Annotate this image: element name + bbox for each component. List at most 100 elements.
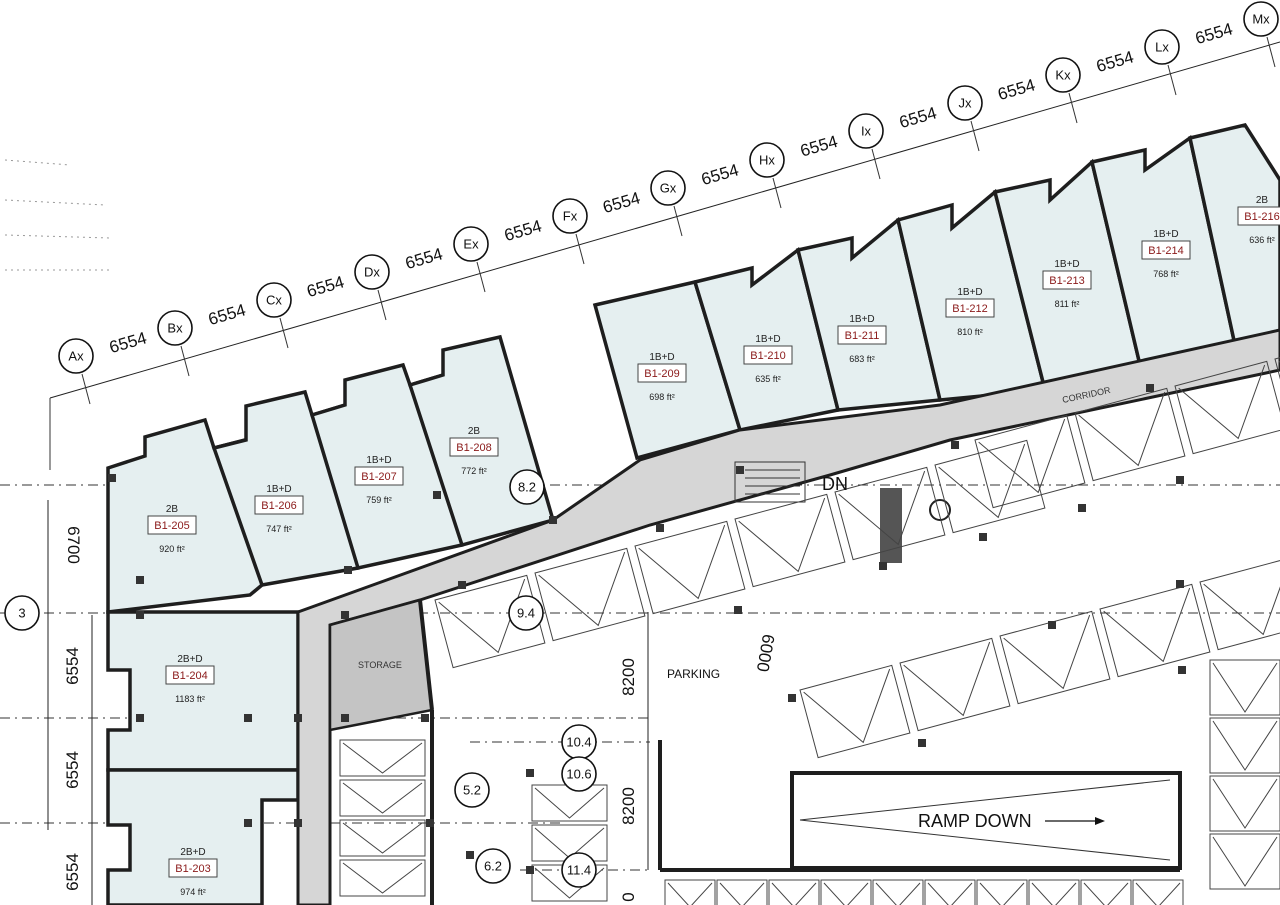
unit-area: 974 ft² — [180, 887, 206, 897]
unit-area: 759 ft² — [366, 495, 392, 505]
grid-bubble-label: Fx — [563, 209, 578, 224]
parking-stall — [1028, 879, 1080, 905]
column — [136, 576, 144, 584]
column — [108, 474, 116, 482]
column — [341, 714, 349, 722]
grid-bubble-label: 10.4 — [566, 735, 591, 750]
parking-stall — [1132, 879, 1184, 905]
faint-sketch-lines — [4, 159, 111, 271]
grid-bubble — [650, 170, 686, 206]
column — [136, 714, 144, 722]
parking-stall — [716, 879, 768, 905]
ramp-down-label: RAMP DOWN — [918, 811, 1032, 831]
unit-type: 1B+D — [1153, 229, 1178, 240]
unit-id-box — [254, 495, 304, 515]
parking-stall — [634, 520, 746, 615]
grid-bubble — [157, 310, 193, 346]
unit-label: 1B+D B1-213 811 ft² — [1042, 259, 1092, 309]
column — [421, 714, 429, 722]
unit-area: 768 ft² — [1153, 269, 1179, 279]
column — [426, 819, 434, 827]
corridor — [296, 328, 1280, 905]
column — [1146, 384, 1154, 392]
unit-type: 1B+D — [649, 352, 674, 363]
grid-bubble-label: Gx — [660, 181, 677, 196]
parking-stall — [531, 784, 608, 822]
unit-area: 683 ft² — [849, 354, 875, 364]
column — [341, 611, 349, 619]
unit-area: 772 ft² — [461, 466, 487, 476]
top-dimension-label: 6554 — [403, 244, 445, 273]
parking-stall — [1209, 833, 1280, 890]
grid-bubble-label: 10.6 — [566, 767, 591, 782]
grid-bubble — [1243, 1, 1279, 37]
top-dimension-label: 6554 — [1193, 19, 1235, 48]
parking-stall — [339, 739, 426, 777]
unit-type: 1B+D — [366, 455, 391, 466]
column — [879, 562, 887, 570]
unit-type: 2B — [1256, 195, 1269, 206]
unit-area: 1183 ft² — [175, 694, 205, 704]
unit-area: 635 ft² — [755, 374, 781, 384]
unit-id: B1-206 — [261, 500, 296, 512]
dim-parking-diag: 6000 — [753, 633, 778, 674]
column — [526, 866, 534, 874]
unit-id-box — [637, 363, 687, 383]
unit-id-box — [354, 466, 404, 486]
unit-type: 2B — [468, 426, 481, 437]
top-dimension-label: 6554 — [502, 216, 544, 245]
unit-type: 1B+D — [1054, 259, 1079, 270]
top-dimension-label: 6554 — [699, 160, 741, 189]
parking-stall — [799, 664, 911, 759]
column — [136, 611, 144, 619]
parking-stall — [1209, 717, 1280, 774]
top-dimension-string — [49, 41, 1280, 470]
parking-stall — [339, 779, 426, 817]
grid-bubble — [561, 852, 597, 888]
unit-type: 1B+D — [755, 334, 780, 345]
storage-label: STORAGE — [358, 660, 402, 670]
grid-bubble-label: 6.2 — [484, 859, 502, 874]
unit-type: 1B+D — [266, 484, 291, 495]
column — [1178, 666, 1186, 674]
unit-type: 1B+D — [849, 314, 874, 325]
unit-id-box — [449, 437, 499, 457]
column — [294, 819, 302, 827]
unit-id: B1-204 — [172, 670, 207, 682]
column — [526, 769, 534, 777]
grid-bubble-label: Dx — [364, 265, 380, 280]
dim-left-bottom: 6554 — [63, 853, 82, 891]
unit-id: B1-213 — [1049, 275, 1084, 287]
grid-bubble-label: 3 — [18, 606, 25, 621]
parking-stall — [734, 493, 846, 588]
grid-bubble — [848, 113, 884, 149]
parking-stall — [934, 439, 1046, 534]
grid-bubble — [749, 142, 785, 178]
unit-area: 636 ft² — [1249, 235, 1275, 245]
grid-bubble — [552, 198, 588, 234]
parking-stall — [924, 879, 976, 905]
unit-id-box — [168, 858, 218, 878]
parking-stall — [1099, 583, 1211, 678]
column — [458, 581, 466, 589]
grid-bubble — [58, 338, 94, 374]
grid-bubble — [256, 282, 292, 318]
unit-id-box — [945, 298, 995, 318]
grid-bubble-label: 9.4 — [517, 606, 535, 621]
grid-bubble-label: Cx — [266, 293, 282, 308]
grid-bubble-label: Mx — [1252, 12, 1270, 27]
column — [736, 466, 744, 474]
parking-stall — [1174, 360, 1280, 455]
unit-area: 811 ft² — [1055, 299, 1080, 309]
top-dimension-label: 6554 — [798, 132, 840, 161]
unit-id: B1-205 — [154, 520, 189, 532]
